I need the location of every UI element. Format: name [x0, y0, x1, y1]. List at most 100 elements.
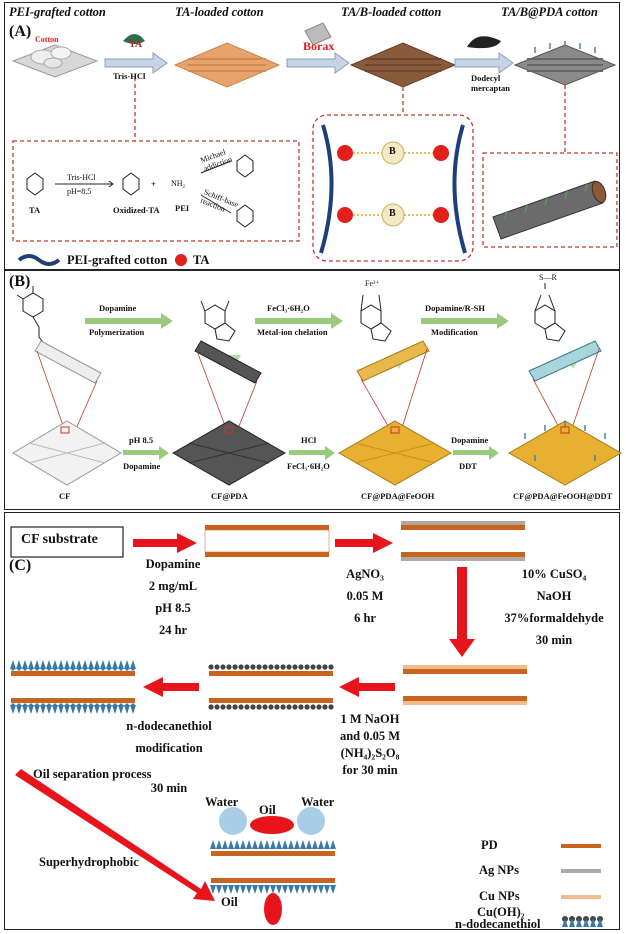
step-c1-line-1: Dopamine — [145, 557, 201, 571]
legend-cu-swatch — [561, 895, 601, 899]
chem-reaction-box — [12, 140, 300, 242]
step-c2-line-1: AgNO₃ — [346, 567, 384, 581]
legend-cuoh-dots — [562, 916, 603, 922]
sample-pd-ag — [401, 521, 525, 561]
fabric-label-pda: CF@PDA — [211, 491, 248, 501]
step-c3: 10% CuSO₄ NaOH 37%formaldehyde 30 min — [491, 563, 617, 651]
cf-substrate-box — [10, 526, 124, 558]
step-c3-line-1: 10% CuSO₄ — [521, 567, 587, 581]
arrow-borax — [286, 22, 350, 74]
superhydrophobic-label: Superhydrophobic — [39, 855, 139, 869]
legend-cuoh-label: Cu(OH)₂ — [477, 905, 525, 919]
legend-pd-label: PD — [481, 838, 498, 852]
legend-ag-swatch — [561, 869, 601, 873]
pda-fe-sr-molecule — [534, 283, 566, 342]
step-c5: n-dodecanethiol modification 30 min — [109, 715, 229, 799]
arrow-da — [454, 36, 514, 74]
fiber-ddt — [528, 340, 602, 432]
step-c4-line-2: and 0.05 M — [339, 729, 401, 743]
chem-label-pei: PEI — [175, 203, 190, 213]
oil-label-bottom: Oil — [221, 895, 238, 909]
sample-final — [210, 807, 336, 925]
chem-label-tris: Tris-HCl — [67, 173, 96, 182]
arrow-ta — [104, 34, 168, 74]
water-label-left: Water — [205, 795, 239, 809]
step-c5-line-3: 30 min — [150, 781, 188, 795]
step-c2: AgNO₃ 0.05 M 6 hr — [335, 563, 395, 629]
legend-cu-label: Cu NPs — [479, 889, 520, 903]
step-c1-line-3: pH 8.5 — [155, 601, 191, 615]
fabric-step-1-top: pH 8.5 — [129, 435, 154, 445]
zoom-marker-2 — [224, 426, 234, 434]
fiber-cf — [34, 340, 102, 432]
sr-label: S—R — [539, 273, 557, 282]
zoom-marker-1 — [60, 426, 70, 434]
step-b2-top: FeCl₃·6H₂O — [267, 303, 310, 313]
boron-label-2: B — [389, 208, 396, 219]
sample-cuoh2 — [208, 664, 334, 710]
fiber-pda — [194, 340, 262, 432]
reagent-dodecyl: Dodecyl mercaptan — [471, 73, 511, 93]
fabric-step-2-bottom: FeCl₃·6H₂O — [287, 461, 330, 471]
legend-thiol-label: n-dodecanethiol — [455, 917, 541, 931]
water-droplet-right — [297, 807, 325, 835]
step-c2-line-3: 6 hr — [354, 611, 376, 625]
chem-label-ta: TA — [29, 205, 41, 215]
fiber-feooh — [356, 340, 430, 432]
step-c2-line-2: 0.05 M — [346, 589, 384, 603]
step-c3-line-4: 30 min — [535, 633, 573, 647]
step-b3-top: Dopamine/R-SH — [425, 303, 485, 313]
stage-title-1: PEI-grafted cotton — [9, 5, 106, 19]
reagent-ta: TA — [129, 39, 143, 50]
chem-label-ph: pH=8.5 — [67, 187, 92, 196]
panel-a-graphics — [11, 22, 618, 266]
oil-droplet-bottom — [264, 893, 282, 925]
borate-crosslink — [319, 124, 467, 254]
pei-cotton-fabric — [11, 44, 99, 78]
step-c4-line-3: (NH₄)₂S₂O₈ — [340, 746, 400, 760]
ta-b-loaded-fabric — [349, 42, 457, 88]
sample-pd — [204, 525, 330, 557]
panel-label-b: (B) — [9, 273, 31, 290]
sample-pd-ag-cu — [403, 665, 527, 705]
panel-a: PEI-grafted cotton TA-loaded cotton TA/B… — [4, 2, 620, 270]
zoom-marker-3 — [390, 426, 400, 434]
green-arrows-top — [85, 313, 509, 329]
oil-separation-label: Oil separation process — [33, 767, 152, 781]
chem-label-oxidized: Oxidized-TA — [113, 205, 160, 215]
red-arrows — [15, 533, 475, 901]
fabric-step-1-bottom: Dopamine — [123, 461, 161, 471]
step-c1: Dopamine 2 mg/mL pH 8.5 24 hr — [125, 553, 221, 641]
fabric-feooh-weave — [354, 442, 436, 464]
step-b2-bottom: Metal-ion chelation — [257, 327, 328, 337]
oil-droplet-top — [250, 816, 294, 834]
ta-b-pda-fabric — [513, 41, 617, 86]
pda-molecule — [200, 300, 236, 342]
step-c3-line-2: NaOH — [536, 589, 572, 603]
step-c3-line-3: 37%formaldehyde — [504, 611, 604, 625]
legend-ta-swatch — [175, 254, 187, 266]
fabric-label-feooh: CF@PDA@FeOOH — [361, 491, 435, 501]
chem-structures — [26, 154, 254, 228]
step-c4-line-1: 1 M NaOH — [340, 712, 400, 726]
fe-label: Fe³⁺ — [365, 279, 380, 288]
green-arrows-bottom — [123, 446, 499, 460]
chem-plus: + — [151, 179, 156, 189]
stage-title-3: TA/B-loaded cotton — [341, 5, 442, 19]
legend-pd-swatch — [561, 844, 601, 848]
step-c1-line-4: 24 hr — [158, 623, 188, 637]
fabric-step-3-top: Dopamine — [451, 435, 489, 445]
legend-ag-label: Ag NPs — [479, 863, 519, 877]
step-c1-line-2: 2 mg/mL — [148, 579, 198, 593]
panel-b-graphics — [12, 283, 623, 486]
cotton-label: Cotton — [35, 35, 59, 44]
water-label-right: Water — [301, 795, 335, 809]
legend-pei-swatch — [17, 254, 61, 266]
step-b1-top: Dopamine — [99, 303, 137, 313]
boron-label-1: B — [389, 146, 396, 157]
zoom-marker-4 — [560, 426, 570, 434]
coated-fiber — [492, 180, 607, 240]
cf-substrate-label: CF substrate — [21, 532, 98, 547]
step-c5-line-2: modification — [135, 741, 203, 755]
step-c4-line-4: for 30 min — [342, 763, 398, 777]
